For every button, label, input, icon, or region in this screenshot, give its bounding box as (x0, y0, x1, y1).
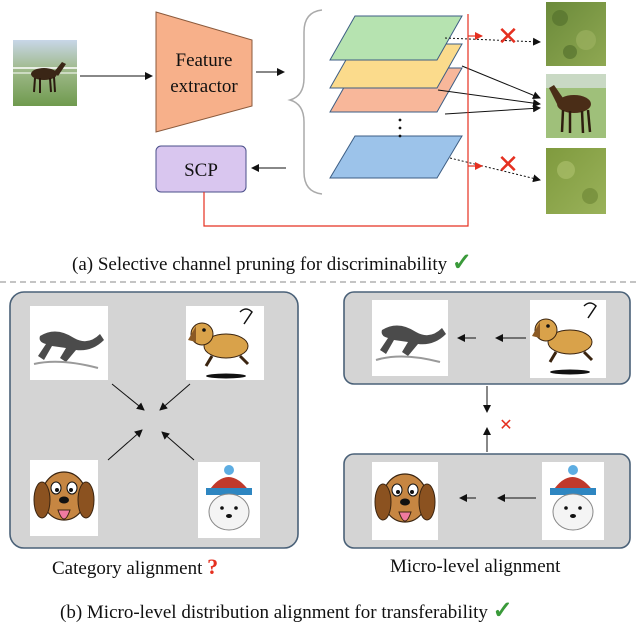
feature-extractor-block (155, 11, 253, 133)
caption-b-text: (b) Micro-level distribution alignment f… (60, 602, 488, 623)
cartoon-dog-image-right (530, 300, 606, 378)
layer-blue (329, 135, 463, 179)
arrow-to-horse-2 (437, 89, 541, 108)
caption-category-text: Category alignment (52, 558, 203, 579)
caption-micro-level-alignment: Micro-level alignment (390, 556, 561, 577)
question-icon: ? (207, 554, 219, 579)
alignment-cross: ✕ (499, 415, 512, 434)
output-horse-image (546, 74, 606, 138)
caption-a: (a) Selective channel pruning for discri… (72, 248, 472, 277)
check-icon-a: ✓ (451, 250, 472, 276)
feature-extractor-label-line1: Feature (176, 50, 233, 71)
prune-cross-top: ✕ (497, 22, 519, 52)
feature-brace (287, 9, 323, 195)
layer-green (329, 15, 463, 61)
arrow-sketch-to-center (111, 383, 145, 411)
arrow-puppy-to-center (107, 429, 143, 461)
puppy-image-right (372, 462, 438, 540)
sketch-dog-image-right (372, 300, 448, 376)
caption-category-alignment: Category alignment ? (52, 554, 218, 580)
caption-b: (b) Micro-level distribution alignment f… (60, 596, 513, 625)
feature-extractor-label-line2: extractor (170, 76, 238, 97)
pruned-arrow-top (444, 37, 541, 46)
check-icon-b: ✓ (492, 598, 513, 624)
scp-block (155, 145, 247, 193)
scp-label: SCP (184, 160, 218, 181)
output-grass-image-top (546, 2, 606, 66)
hat-dog-image-right (542, 462, 604, 540)
puppy-image-left (30, 460, 98, 536)
pruned-arrow-bottom (449, 157, 541, 183)
caption-a-text: (a) Selective channel pruning for discri… (72, 254, 448, 275)
arrow-to-horse-3 (444, 104, 541, 115)
feature-layers (329, 15, 463, 179)
cartoon-dog-image-left (186, 306, 264, 380)
prune-cross-bottom: ✕ (497, 150, 519, 180)
scp-feedback-line (203, 14, 469, 227)
arrow-hatdog-to-center (161, 431, 195, 461)
hat-dog-image-left (198, 462, 260, 538)
arrow-to-horse-1 (461, 65, 541, 100)
output-grass-image-bottom (546, 148, 606, 214)
sketch-dog-image-left (30, 306, 108, 380)
input-horse-image (13, 40, 77, 106)
arrow-cartoon-to-center (159, 383, 191, 411)
